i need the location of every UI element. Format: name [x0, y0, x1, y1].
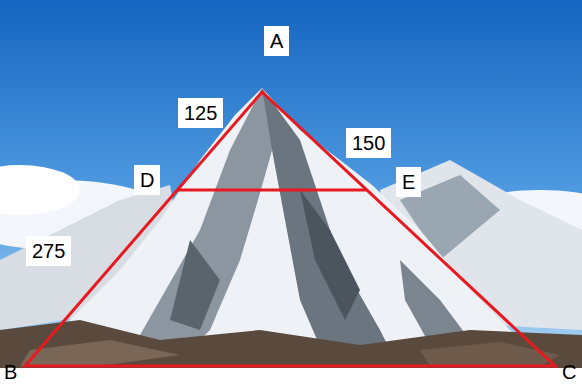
bottom-strip [0, 368, 582, 385]
length-label: 150 [346, 128, 391, 158]
vertex-label: A [264, 26, 289, 56]
mountain [0, 88, 582, 370]
vertex-label: E [396, 167, 421, 197]
length-label: 125 [178, 98, 223, 128]
triangle [25, 92, 555, 366]
vertex-label: D [134, 165, 160, 195]
triangle-abc [25, 92, 555, 366]
vertex-label: B [4, 360, 17, 384]
vertex-label: C [562, 360, 576, 384]
segment-de [177, 189, 367, 192]
length-label: 275 [26, 236, 71, 266]
